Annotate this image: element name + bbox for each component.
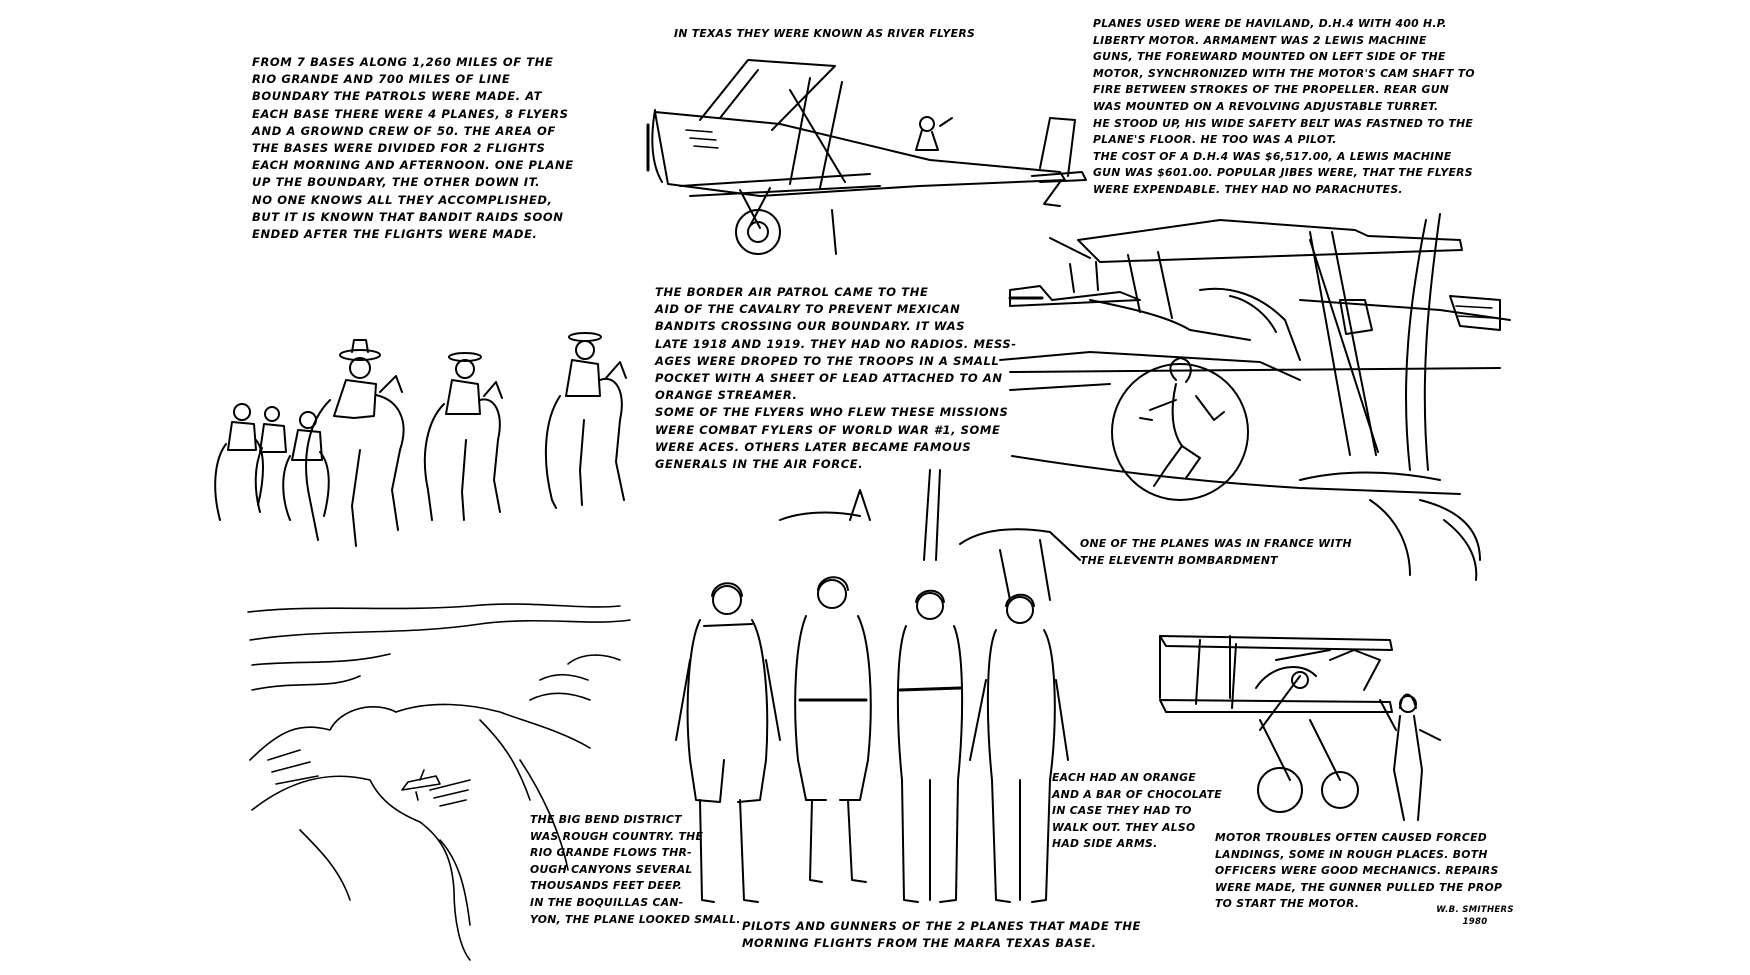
big-bend-caption: THE BIG BEND DISTRICT WAS ROUGH COUNTRY.… <box>530 813 741 926</box>
biplane-side-illustration <box>648 60 1086 254</box>
planes-used-caption: PLANES USED WERE DE HAVILAND, D.H.4 WITH… <box>1093 17 1475 196</box>
aviators-illustration <box>676 470 1080 902</box>
artist-signature: W.B. SMITHERS 1980 <box>1436 905 1514 927</box>
mechanic-plane-illustration <box>1160 636 1440 820</box>
bases-caption: FROM 7 BASES ALONG 1,260 MILES OF THE RI… <box>252 55 574 242</box>
pilots-gunners-caption: PILOTS AND GUNNERS OF THE 2 PLANES THAT … <box>742 919 1142 951</box>
canyon-illustration <box>248 604 630 960</box>
motor-troubles-caption: MOTOR TROUBLES OFTEN CAUSED FORCED LANDI… <box>1215 831 1503 911</box>
river-flyers-caption: IN TEXAS THEY WERE KNOWN AS RIVER FLYERS <box>674 27 976 40</box>
eleventh-bombardment-caption: ONE OF THE PLANES WAS IN FRANCE WITH THE… <box>1080 537 1352 567</box>
biplane-gunner-illustration <box>1000 214 1510 580</box>
orange-chocolate-caption: EACH HAD AN ORANGE AND A BAR OF CHOCOLAT… <box>1052 771 1222 851</box>
border-patrol-caption: THE BORDER AIR PATROL CAME TO THE AID OF… <box>655 285 1017 472</box>
cavalry-illustration <box>215 333 626 546</box>
